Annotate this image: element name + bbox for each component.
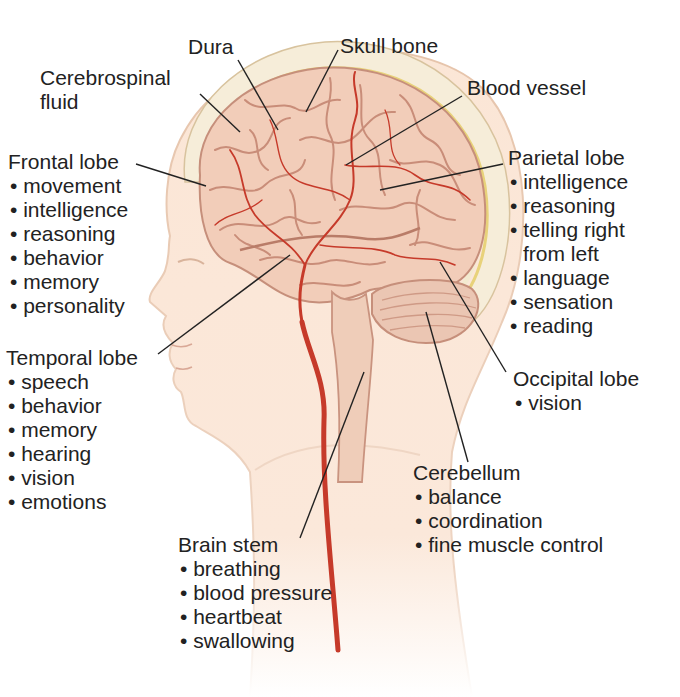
part-label: Parietal lobe — [508, 146, 625, 170]
function-item: • fine muscle control — [415, 533, 603, 557]
function-item: • speech — [8, 370, 89, 394]
part-label: Cerebellum — [413, 461, 520, 485]
part-label: Cerebrospinal fluid — [40, 66, 200, 114]
function-item: • coordination — [415, 509, 543, 533]
part-label: Dura — [188, 35, 234, 59]
function-item: • balance — [415, 485, 502, 509]
function-item: • behavior — [10, 246, 104, 270]
function-item: • blood pressure — [180, 581, 332, 605]
part-label: Frontal lobe — [8, 150, 119, 174]
function-item: • sensation — [510, 290, 662, 314]
part-label: Skull bone — [340, 34, 438, 58]
part-label: Blood vessel — [467, 76, 586, 100]
function-item: • breathing — [180, 557, 281, 581]
function-item: • swallowing — [180, 629, 295, 653]
function-item: • heartbeat — [180, 605, 282, 629]
function-item: • language — [510, 266, 662, 290]
function-item: • intelligence — [510, 170, 662, 194]
function-item: • memory — [8, 418, 97, 442]
function-item: • memory — [10, 270, 99, 294]
function-item: • vision — [515, 391, 582, 415]
function-item: • reasoning — [10, 222, 115, 246]
function-item: • intelligence — [10, 198, 128, 222]
function-item: • emotions — [8, 490, 106, 514]
function-item: • reading — [510, 314, 662, 338]
function-item: • personality — [10, 294, 125, 318]
function-item: • vision — [8, 466, 75, 490]
part-label: Temporal lobe — [6, 346, 138, 370]
function-item: • hearing — [8, 442, 91, 466]
function-item: • behavior — [8, 394, 102, 418]
part-label: Occipital lobe — [513, 367, 639, 391]
function-item: • telling right from left — [510, 218, 662, 266]
part-label: Brain stem — [178, 533, 278, 557]
function-item: • movement — [10, 174, 121, 198]
function-item: • reasoning — [510, 194, 662, 218]
